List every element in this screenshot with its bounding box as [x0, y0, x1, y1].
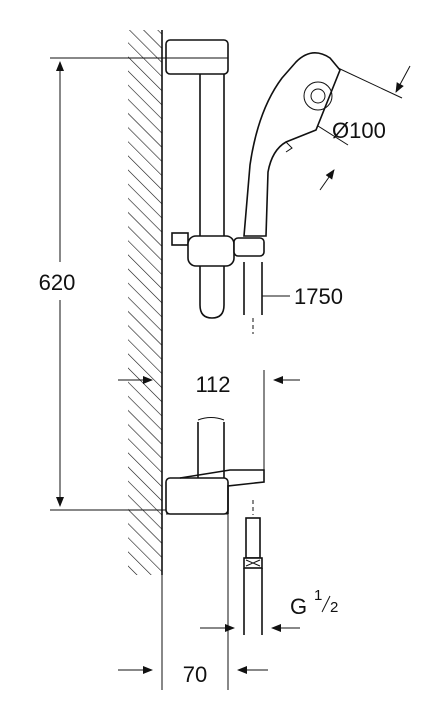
hose-connector	[243, 500, 263, 635]
dimension-1750: 1750	[262, 284, 343, 309]
dimension-112: 112	[118, 370, 300, 470]
dim-70-label: 70	[183, 662, 207, 687]
dimension-thread: G 1 2	[200, 587, 338, 632]
wall	[128, 30, 163, 575]
hand-shower	[243, 52, 341, 237]
dimension-620: 620	[39, 57, 200, 511]
rail-upper	[199, 74, 225, 319]
dim-thread-den: 2	[330, 599, 338, 616]
dim-620-label: 620	[39, 270, 76, 295]
hose-upper	[243, 262, 263, 334]
dim-1750-label: 1750	[294, 284, 343, 309]
top-bracket	[165, 39, 229, 75]
dim-diameter-label: Ø100	[332, 118, 386, 143]
dim-thread-num: 1	[314, 587, 322, 604]
slider	[171, 232, 265, 267]
dim-thread-main: G	[290, 594, 307, 619]
dimension-diameter: Ø100	[317, 65, 411, 191]
bottom-bracket	[165, 469, 265, 515]
dimension-70: 70	[118, 514, 268, 690]
dim-112-label: 112	[195, 372, 230, 397]
